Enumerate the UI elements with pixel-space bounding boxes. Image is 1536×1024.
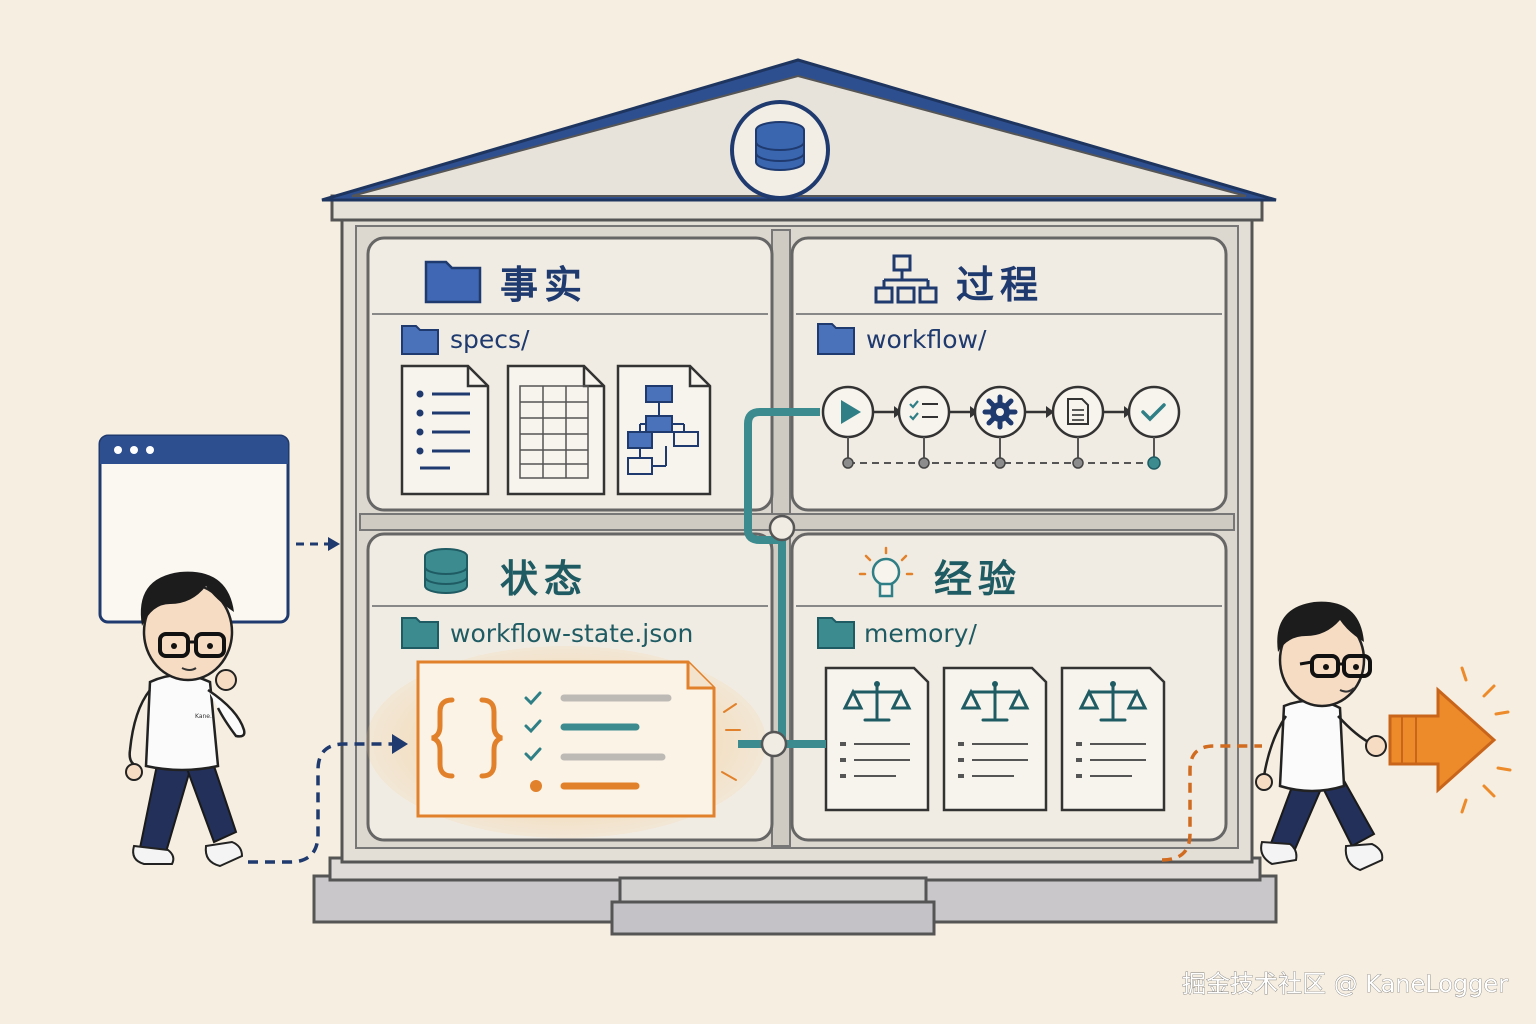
folder-icon bbox=[424, 260, 482, 304]
check-icon bbox=[1127, 385, 1181, 470]
play-icon bbox=[821, 385, 875, 469]
person-walking bbox=[1255, 601, 1387, 872]
folder-icon bbox=[817, 617, 855, 649]
browser-window bbox=[98, 434, 290, 624]
braces-icon bbox=[431, 697, 503, 779]
person-thinking: Kane. bbox=[125, 571, 246, 868]
specs-folder-label: specs/ bbox=[450, 325, 530, 354]
experience-title: 经验 bbox=[934, 557, 1022, 601]
folder-icon bbox=[401, 617, 439, 649]
state-panel: 状态 workflow-state.json bbox=[366, 532, 774, 842]
shirt-label: Kane. bbox=[195, 713, 212, 720]
state-title: 状态 bbox=[500, 557, 588, 601]
flowchart-document-icon bbox=[616, 364, 712, 496]
folder-icon bbox=[817, 323, 855, 355]
lightbulb-icon bbox=[858, 546, 914, 598]
checklist-icon bbox=[897, 385, 951, 469]
hierarchy-icon bbox=[874, 254, 938, 304]
database-icon bbox=[755, 121, 805, 171]
facts-panel: 事实 specs/ bbox=[366, 236, 774, 512]
exit-arrow bbox=[1388, 666, 1512, 814]
facts-title: 事实 bbox=[500, 263, 588, 307]
entry-arrow bbox=[296, 537, 340, 551]
json-state-card bbox=[416, 660, 741, 818]
scales-icon bbox=[960, 681, 1030, 722]
document-icon bbox=[1051, 385, 1105, 469]
memory-card bbox=[942, 666, 1048, 812]
scales-icon bbox=[842, 681, 912, 722]
memory-folder-label: memory/ bbox=[864, 619, 977, 648]
folder-icon bbox=[401, 325, 439, 355]
watermark: 掘金技术社区 @ KaneLogger bbox=[1182, 970, 1508, 998]
list-document-icon bbox=[400, 364, 490, 496]
workflow-folder-label: workflow/ bbox=[866, 325, 987, 354]
workflow-chain bbox=[821, 385, 1181, 470]
gear-icon bbox=[973, 385, 1027, 469]
house-roof bbox=[321, 58, 1277, 222]
orange-dashed-path bbox=[1161, 744, 1262, 862]
memory-card bbox=[824, 666, 930, 812]
scales-icon bbox=[1078, 681, 1148, 722]
teal-connector bbox=[738, 408, 826, 758]
database-icon bbox=[424, 548, 468, 594]
table-document-icon bbox=[506, 364, 606, 496]
experience-panel: 经验 memory/ bbox=[790, 532, 1228, 842]
navy-dashed-path bbox=[248, 734, 408, 864]
state-file-label: workflow-state.json bbox=[450, 619, 693, 648]
memory-cards bbox=[824, 666, 1166, 812]
memory-card bbox=[1060, 666, 1166, 812]
process-panel: 过程 workflow/ bbox=[790, 236, 1228, 512]
process-title: 过程 bbox=[956, 263, 1044, 307]
house-foundation bbox=[312, 856, 1278, 936]
